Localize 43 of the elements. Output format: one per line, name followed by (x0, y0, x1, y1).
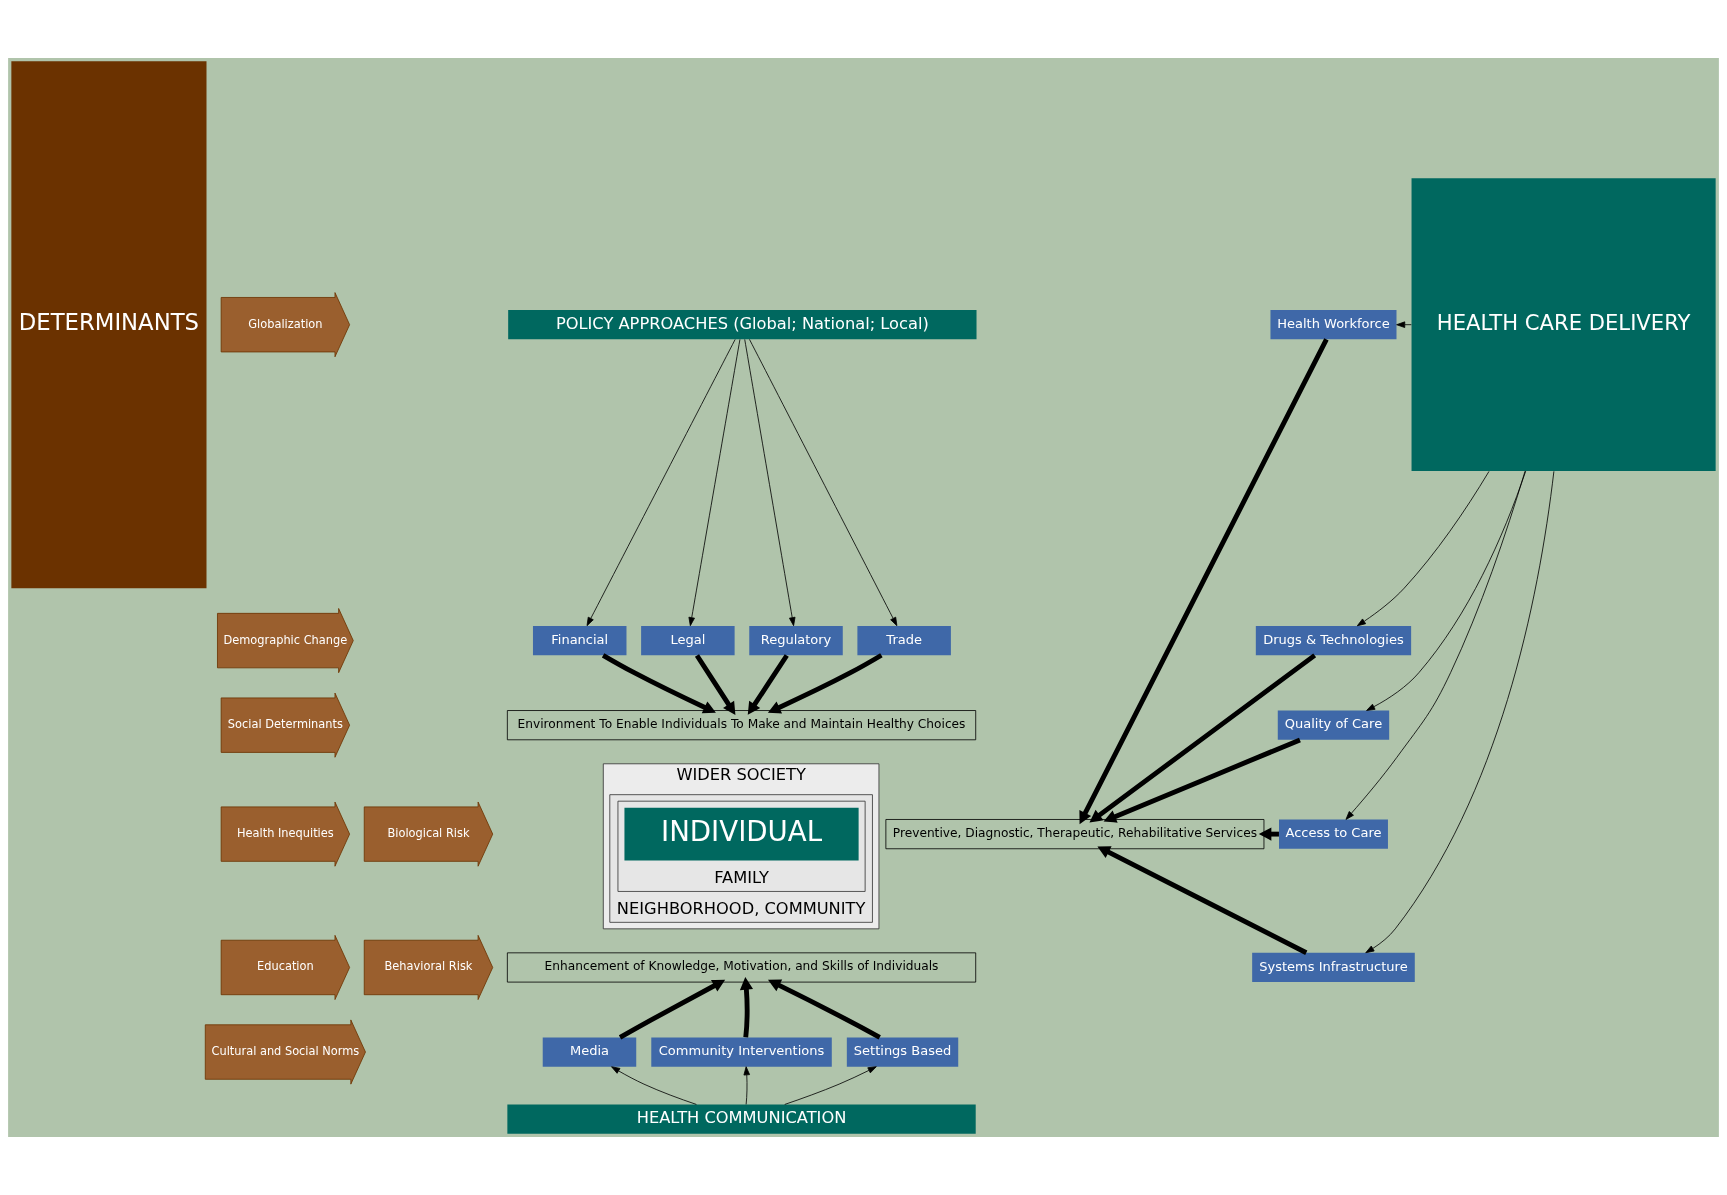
node-box: Preventive, Diagnostic, Therapeutic, Rehabilitative Services (885, 819, 1265, 850)
arrow (1366, 470, 1527, 711)
arrow (1356, 470, 1490, 627)
arrow (611, 1066, 697, 1105)
node-box: Community Interventions (651, 1037, 832, 1067)
arrow (618, 979, 726, 1040)
arrow (1345, 470, 1526, 820)
node-box: Health Workforce (1270, 310, 1397, 340)
node-box: Systems Infrastructure (1252, 952, 1415, 983)
arrow (768, 979, 881, 1040)
arrow (784, 1066, 877, 1105)
arrow (747, 654, 789, 715)
node-box: Access to Care (1279, 819, 1388, 849)
node-box: Drugs & Technologies (1255, 625, 1412, 656)
node-box: Legal (641, 625, 735, 656)
arrow (1396, 321, 1412, 328)
node-box: INDIVIDUAL (624, 807, 859, 861)
arrow (767, 653, 883, 714)
node-box: DETERMINANTS (11, 61, 207, 589)
arrow (1365, 470, 1555, 954)
arrow (744, 339, 796, 627)
arrow (743, 1066, 750, 1105)
node-box: Environment To Enable Individuals To Make and Maintain Healthy Choices (506, 710, 977, 741)
arrow (749, 339, 898, 627)
node-box: Financial (532, 625, 627, 656)
arrow (1079, 338, 1329, 825)
arrow (1103, 737, 1301, 823)
arrow (688, 339, 741, 627)
node-box: Regulatory (749, 625, 843, 656)
node-box: Quality of Care (1277, 710, 1390, 740)
arrow (739, 977, 754, 1038)
node-box: Settings Based (846, 1037, 959, 1067)
arrow (1097, 846, 1308, 955)
node-box: Media (542, 1037, 637, 1067)
arrow (601, 653, 716, 714)
node-box: Enhancement of Knowledge, Motivation, and Skills of Individuals (506, 952, 977, 983)
node-box: HEALTH COMMUNICATION (507, 1104, 976, 1134)
arrow (694, 654, 736, 715)
node-box: Trade (857, 625, 951, 656)
arrow (1089, 653, 1317, 823)
node-box: HEALTH CARE DELIVERY (1411, 178, 1716, 472)
node-box: POLICY APPROACHES (Global; National; Local) (508, 310, 977, 340)
arrow (586, 339, 736, 627)
